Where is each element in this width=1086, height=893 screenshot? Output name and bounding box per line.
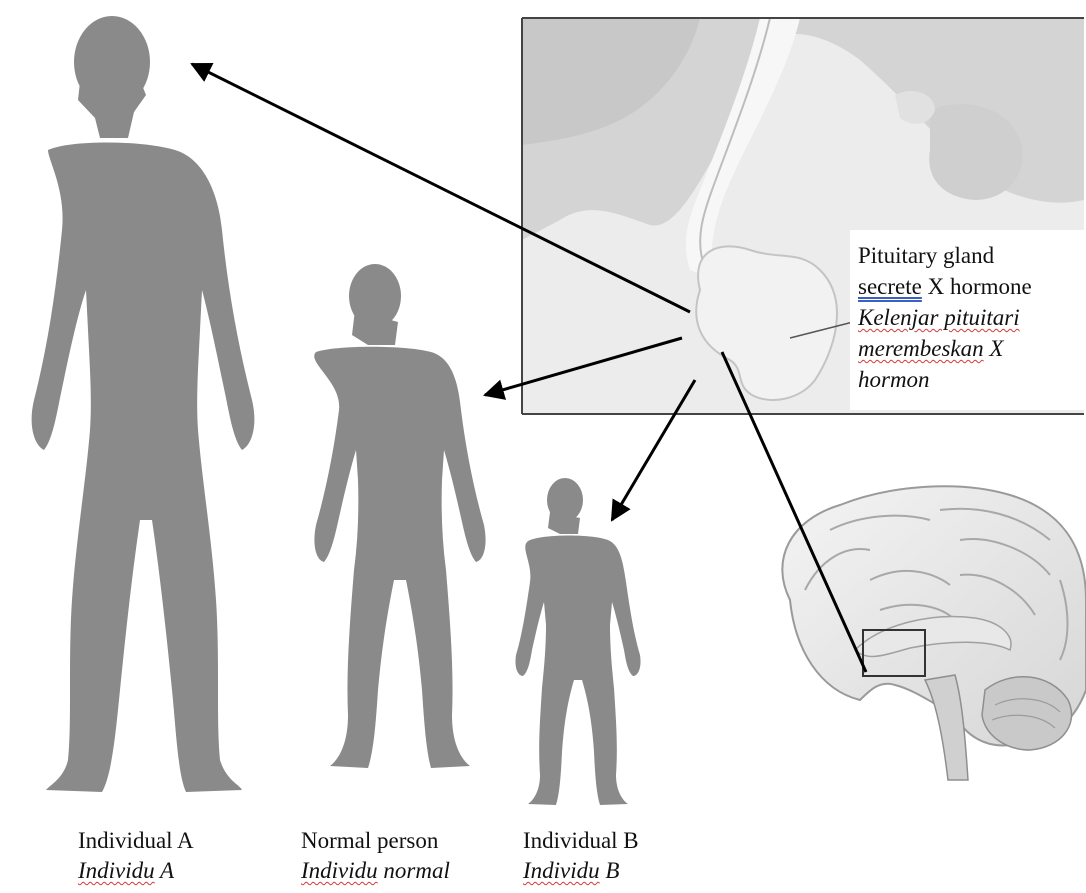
caption-individual-b-malay-word: Individu: [523, 858, 600, 883]
gland-label-malay-line1-text: Kelenjar pituitari: [858, 305, 1020, 330]
silhouette-normal-person: [314, 264, 485, 768]
caption-normal-person: Normal person Individu normal: [301, 826, 450, 886]
gland-label-verb: secrete: [858, 274, 922, 299]
caption-individual-a: Individual A Individu A: [78, 826, 194, 886]
caption-individual-b: Individual B Individu B: [523, 826, 639, 886]
caption-individual-b-malay-rest: B: [600, 858, 620, 883]
caption-normal-person-name: Normal person: [301, 828, 438, 853]
caption-normal-person-malay: Individu normal: [301, 856, 450, 886]
silhouette-individual-b: [515, 478, 640, 805]
silhouette-individual-a: [32, 16, 255, 792]
caption-normal-person-malay-word: Individu: [301, 858, 378, 883]
gland-label-malay-line2-rest: X: [984, 336, 1004, 361]
caption-individual-a-malay: Individu A: [78, 856, 194, 886]
caption-normal-person-malay-rest: normal: [378, 858, 450, 883]
gland-label-malay-verb: merembeskan: [858, 336, 984, 361]
gland-label-line2: secrete X hormone: [858, 271, 1086, 302]
gland-label-line2-rest: X hormone: [922, 274, 1032, 299]
brain-illustration: [782, 486, 1086, 780]
caption-individual-a-malay-rest: A: [155, 858, 174, 883]
caption-individual-b-name: Individual B: [523, 828, 639, 853]
caption-individual-a-name: Individual A: [78, 828, 194, 853]
gland-label-malay-line2: merembeskan X: [858, 333, 1086, 364]
caption-individual-b-malay: Individu B: [523, 856, 639, 886]
gland-label-malay-line3: hormon: [858, 364, 1086, 395]
gland-label-line1: Pituitary gland: [858, 240, 1086, 271]
gland-label: Pituitary gland secrete X hormone Kelenj…: [858, 240, 1086, 400]
gland-label-malay-line1: Kelenjar pituitari: [858, 302, 1086, 333]
caption-individual-a-malay-word: Individu: [78, 858, 155, 883]
